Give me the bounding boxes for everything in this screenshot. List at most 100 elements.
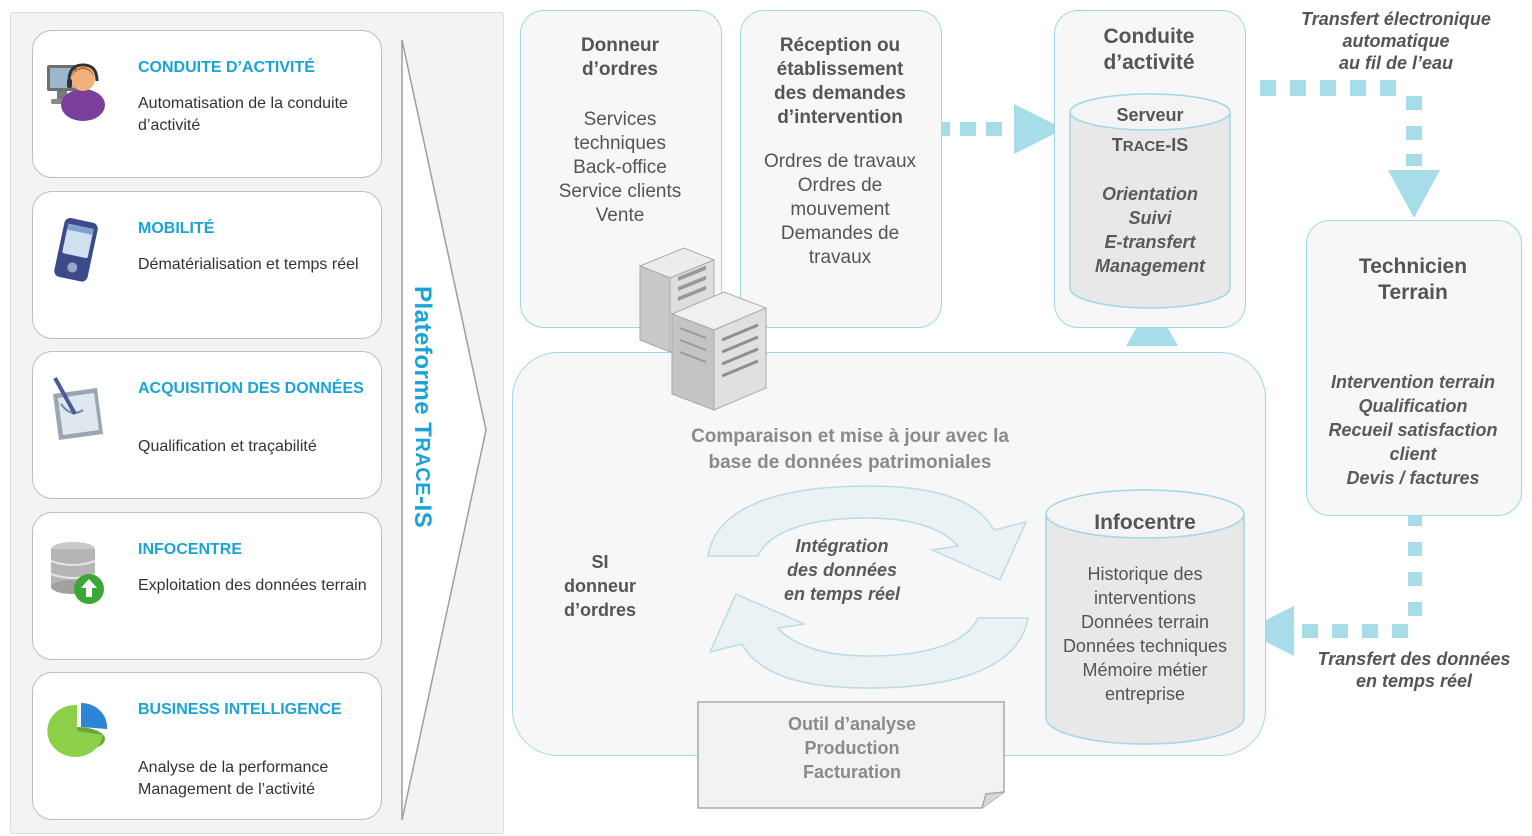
- mobile-device-icon: [45, 214, 109, 286]
- comparaison-line: Comparaison et mise à jour avec la: [691, 426, 1009, 447]
- arrow-to-serveur: [934, 104, 1064, 154]
- donneur-item: Service clients: [558, 181, 682, 202]
- card-title: INFOCENTRE: [138, 541, 242, 558]
- serveur-function: Orientation: [1101, 184, 1198, 204]
- serveur-label: Serveur TRACE-IS: [1068, 100, 1232, 162]
- reception-item: Ordres de travaux: [763, 151, 917, 172]
- donneur-item: techniques: [574, 133, 666, 154]
- infocentre-title-text: Infocentre: [1094, 511, 1196, 534]
- platform-chevron: [401, 40, 487, 820]
- card-mobilite: MOBILITÉ Dématérialisation et temps réel: [32, 191, 382, 339]
- infocentre-item: Données terrain: [1080, 612, 1210, 632]
- donneur-title-line: d’ordres: [581, 59, 659, 80]
- card-title: CONDUITE D’ACTIVITÉ: [138, 59, 315, 76]
- reception-item: Demandes de: [780, 223, 900, 244]
- platform-label-text: Plateforme T: [409, 286, 436, 438]
- serveur-name-text: T: [1111, 135, 1123, 155]
- reception-title-line: des demandes: [774, 83, 906, 104]
- serveur-function: Suivi: [1128, 208, 1172, 228]
- integration-line: en temps réel: [783, 584, 901, 604]
- note-line: en temps réel: [1355, 671, 1473, 691]
- serveur-label-line: Serveur: [1116, 105, 1184, 125]
- serveur-function: Management: [1094, 256, 1206, 276]
- card-title: BUSINESS INTELLIGENCE: [138, 701, 342, 718]
- transfert-electronique-note: Transfert électronique automatique au fi…: [1276, 8, 1516, 74]
- technicien-title-line: Technicien: [1358, 255, 1468, 278]
- donneur-item: Services: [583, 109, 657, 130]
- si-donneur-label: SI donneur d’ordres: [540, 550, 660, 622]
- description-line: Analyse de la performance: [138, 759, 329, 776]
- server-rack-icon: [638, 247, 768, 411]
- conduite-title-line: d’activité: [1103, 51, 1195, 74]
- donneur-item: Back-office: [573, 157, 667, 178]
- infocentre-cylinder: [1045, 489, 1245, 745]
- technicien-task: Devis / factures: [1346, 468, 1480, 488]
- serveur-name-suffix: -IS: [1165, 135, 1189, 155]
- card-infocentre: INFOCENTRE Exploitation des données terr…: [32, 512, 382, 660]
- infocentre-item: Données techniques: [1062, 636, 1228, 656]
- card-title: ACQUISITION DES DONNÉES: [138, 380, 364, 397]
- si-line: d’ordres: [563, 600, 637, 620]
- integration-line: Intégration: [795, 536, 889, 556]
- box-technicien-terrain: [1306, 220, 1522, 516]
- reception-title-line: Réception ou: [779, 35, 901, 56]
- reception-item: mouvement: [790, 199, 890, 220]
- pie-chart-icon: [45, 695, 109, 767]
- outil-line: Facturation: [802, 762, 901, 782]
- card-description: Exploitation des données terrain: [138, 577, 367, 594]
- si-line: SI: [591, 552, 609, 572]
- description-line: Management de l’activité: [138, 781, 315, 798]
- card-business-intelligence: BUSINESS INTELLIGENCE Analyse de la perf…: [32, 672, 382, 820]
- platform-label-smallcaps: RACE: [411, 437, 433, 497]
- serveur-name: TRACE-IS: [1068, 130, 1232, 162]
- reception-title-line: d’intervention: [777, 107, 903, 128]
- serveur-cylinder: [1069, 93, 1231, 309]
- integration-line: des données: [786, 560, 898, 580]
- box-reception: [740, 10, 942, 328]
- technicien-task: Recueil satisfaction: [1328, 420, 1498, 440]
- reception-item: travaux: [808, 247, 872, 268]
- card-description: Dématérialisation et temps réel: [138, 256, 359, 273]
- technicien-title-line: Terrain: [1378, 281, 1448, 304]
- comparaison-label: Comparaison et mise à jour avec la base …: [620, 424, 1080, 476]
- note-line: Transfert des données: [1317, 649, 1511, 669]
- note-line: Transfert électronique: [1301, 9, 1491, 29]
- donneur-item: Vente: [595, 205, 645, 226]
- infocentre-items: Historique des interventions Données ter…: [1040, 562, 1250, 706]
- card-description: Qualification et traçabilité: [138, 438, 317, 455]
- note-line: au fil de l’eau: [1338, 53, 1454, 73]
- outil-line: Production: [804, 738, 900, 758]
- technicien-tasks: Intervention terrain Qualification Recue…: [1306, 370, 1520, 490]
- conduite-title: Conduite d’activité: [1054, 24, 1244, 76]
- arrow-to-technicien: [1230, 80, 1440, 218]
- technicien-task: client: [1389, 444, 1437, 464]
- platform-label-suffix: -IS: [409, 496, 436, 529]
- card-acquisition-donnees: ACQUISITION DES DONNÉES Qualification et…: [32, 351, 382, 499]
- infocentre-item: Mémoire métier: [1082, 660, 1208, 680]
- conduite-title-line: Conduite: [1103, 25, 1195, 48]
- comparaison-line: base de données patrimoniales: [708, 452, 992, 473]
- serveur-function: E-transfert: [1104, 232, 1196, 252]
- arrow-to-infocentre: [1244, 512, 1422, 656]
- note-line: automatique: [1342, 31, 1450, 51]
- infocentre-item: Historique des: [1087, 564, 1203, 584]
- serveur-name-smallcaps: RACE: [1122, 138, 1166, 155]
- card-description: Analyse de la performance Management de …: [138, 757, 378, 801]
- technicien-task: Intervention terrain: [1330, 372, 1496, 392]
- transfert-donnees-note: Transfert des données en temps réel: [1296, 648, 1532, 692]
- tablet-stylus-icon: [45, 374, 109, 446]
- technicien-task: Qualification: [1358, 396, 1468, 416]
- database-upload-icon: [45, 535, 109, 607]
- integration-label: Intégration des données en temps réel: [744, 534, 940, 606]
- infocentre-item: entreprise: [1104, 684, 1186, 704]
- outil-line: Outil d’analyse: [787, 714, 917, 734]
- card-conduite-activite: CONDUITE D’ACTIVITÉ Automatisation de la…: [32, 30, 382, 178]
- agent-headset-icon: [45, 53, 109, 125]
- donneur-title-line: Donneur: [580, 35, 660, 56]
- infocentre-title: Infocentre: [1044, 510, 1246, 536]
- serveur-functions: Orientation Suivi E-transfert Management: [1068, 182, 1232, 278]
- reception-title-line: établissement: [776, 59, 904, 80]
- card-description: Automatisation de la conduite d’activité: [138, 95, 348, 134]
- reception-block: Réception ou établissement des demandes …: [740, 34, 940, 270]
- infocentre-item: interventions: [1093, 588, 1197, 608]
